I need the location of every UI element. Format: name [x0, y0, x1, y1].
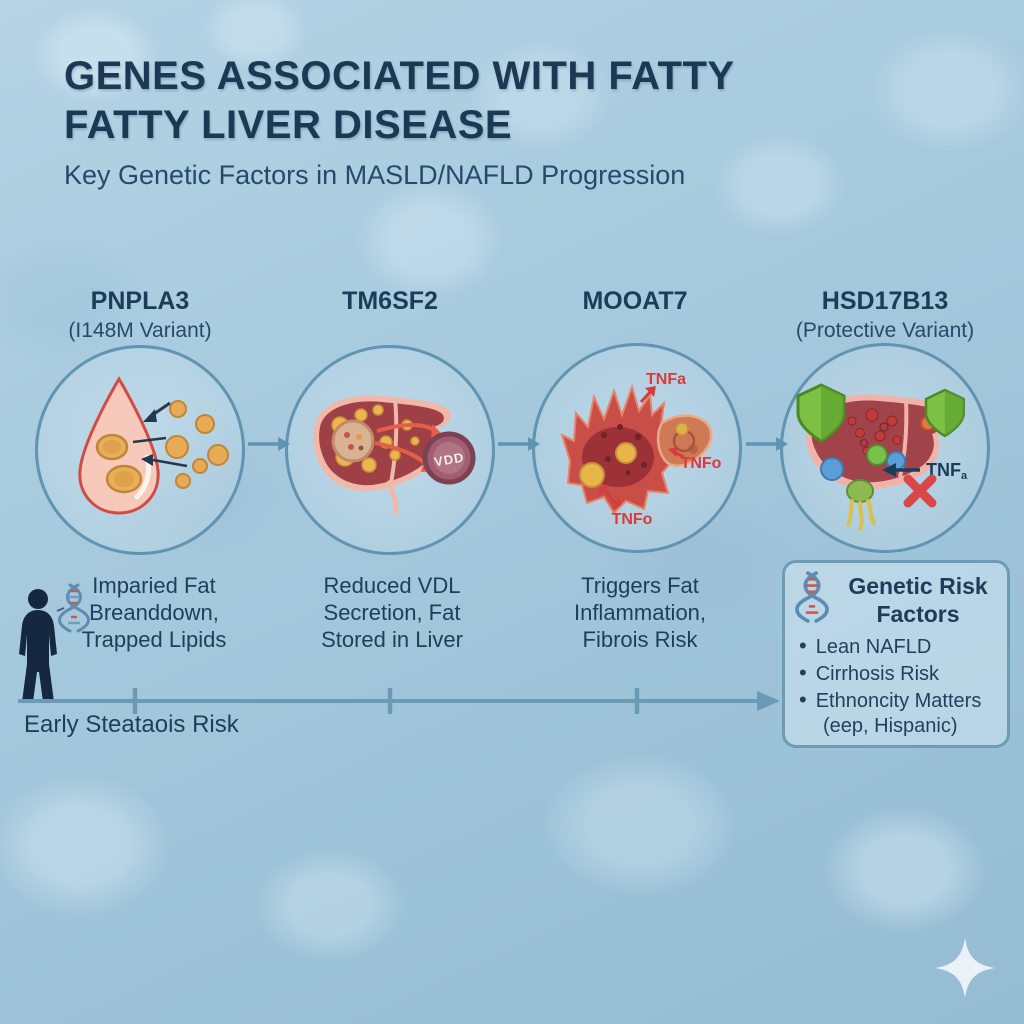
gene-name: PNPLA3 — [90, 287, 190, 315]
genetic-risk-factors-box: Genetic Risk Factors Lean NAFLD Cirrhosi… — [782, 560, 1010, 748]
pointer-arrows — [132, 401, 188, 468]
red-x-icon — [903, 474, 937, 508]
desc-line: Secretion, Fat — [323, 600, 461, 625]
dna-helix-icon — [56, 583, 90, 633]
flow-arrow-icon — [498, 437, 540, 451]
page-subtitle: Key Genetic Factors in MASLD/NAFLD Progr… — [64, 160, 686, 190]
dna-helix-icon — [795, 571, 829, 623]
free-lipid-dots — [165, 400, 229, 489]
lipid-droplet-core — [114, 471, 134, 487]
liver-vdd-illustration: VDD — [313, 395, 476, 515]
green-cell — [866, 444, 888, 466]
fibrosis-dot — [688, 444, 698, 454]
cell-nucleus — [331, 419, 375, 463]
cell-ring — [859, 438, 869, 448]
tnf-blocked-label: TNFa — [926, 460, 968, 482]
gene-name: HSD17B13 — [821, 287, 949, 315]
fat-droplet-illustration — [78, 376, 229, 515]
fat-droplet — [615, 442, 637, 464]
inflammation-specks — [601, 424, 647, 476]
risk-title-line: Factors — [876, 601, 960, 627]
gene-label-hsd17b13: HSD17B13 (Protective Variant) — [775, 287, 995, 343]
protected-liver-illustration: TNFa — [796, 383, 968, 531]
risk-item-text: Ethnoncity Matters — [799, 690, 981, 712]
timeline-label: Early Steataois Risk — [24, 711, 239, 738]
vdd-particle-core — [433, 442, 465, 474]
desc-line: Reduced VDL — [323, 573, 461, 598]
desc-line: Fibrois Risk — [582, 627, 698, 652]
tnf-arrow-right — [668, 447, 685, 459]
desc-line: Trapped Lipids — [81, 627, 227, 652]
inflamed-liver-illustration: TNFa TNFo TNFo — [560, 371, 722, 528]
person-silhouette-icon — [19, 589, 57, 702]
list-item: Lean NAFLD — [799, 633, 1007, 660]
list-item: Cirrhosis Risk — [799, 660, 1007, 687]
fat-droplet — [675, 422, 689, 436]
title-line-2: FATTY LIVER DISEASE — [64, 103, 513, 147]
illustration-circle-pnpla3 — [35, 345, 245, 555]
risk-box-title: Genetic Risk Factors — [785, 563, 1007, 628]
list-item: Ethnoncity Matters (eep, Hispanic) — [799, 687, 1007, 739]
fat-droplet — [579, 462, 605, 488]
tnf-label-right: TNFo — [681, 455, 722, 472]
liver-lobe-notch — [389, 397, 399, 484]
gene-name: TM6SF2 — [342, 287, 438, 315]
shield-icon — [796, 383, 846, 443]
cell-ring — [879, 422, 889, 432]
green-vesicle — [846, 479, 874, 503]
lipid-droplet-core — [103, 440, 121, 454]
nucleus-granules — [344, 432, 364, 451]
gene-description-mooat7: Triggers Fat Inflammation, Fibrois Risk — [528, 572, 752, 653]
gene-name: MOOAT7 — [582, 287, 688, 315]
gene-label-pnpla3: PNPLA3 (I148M Variant) — [30, 287, 250, 343]
vdd-label: VDD — [433, 449, 466, 469]
flow-arrow-icon — [248, 437, 290, 451]
blue-cell — [820, 457, 844, 481]
risk-factor-list: Lean NAFLD Cirrhosis Risk Ethnoncity Mat… — [785, 633, 1007, 739]
tnf-arrow-bottom — [598, 485, 621, 509]
gene-variant: (I148M Variant) — [68, 319, 212, 342]
bile-tassels — [846, 499, 876, 531]
progression-timeline-arrow — [18, 688, 780, 714]
illustration-circle-hsd17b13: TNFa — [780, 343, 990, 553]
gene-label-mooat7: MOOAT7 — [525, 287, 745, 316]
desc-line: Imparied Fat — [92, 573, 216, 598]
risk-item-text: Lean NAFLD — [799, 636, 931, 658]
gene-label-tm6sf2: TM6SF2 — [280, 287, 500, 316]
tnf-label-prefix: TNF — [926, 460, 961, 480]
desc-line: Breanddown, — [89, 600, 219, 625]
tnf-label-top: TNFa — [646, 371, 686, 388]
desc-line: Triggers Fat — [581, 573, 699, 598]
desc-line: Inflammation, — [573, 600, 707, 625]
risk-item-text: Cirrhosis Risk — [799, 663, 939, 685]
illustration-circle-mooat7: TNFa TNFo TNFo — [532, 343, 742, 553]
risk-item-sub: (eep, Hispanic) — [823, 715, 958, 737]
page-title: GENES ASSOCIATED WITH FATTY FATTY LIVER … — [64, 52, 735, 150]
fibrotic-right-lobe — [656, 414, 713, 467]
tnf-arrow-top — [639, 386, 656, 404]
blocked-arrow — [882, 463, 920, 477]
gene-description-tm6sf2: Reduced VDL Secretion, Fat Stored in Liv… — [280, 572, 504, 653]
tnf-label-sub: a — [961, 470, 968, 482]
risk-title-line: Genetic Risk — [848, 573, 988, 599]
shield-icon — [924, 388, 965, 438]
liver-duct — [386, 480, 399, 515]
tnf-label-bottom: TNFo — [612, 511, 653, 528]
title-line-1: GENES ASSOCIATED WITH FATTY — [64, 54, 735, 98]
desc-line: Stored in Liver — [321, 627, 463, 652]
gene-variant: (Protective Variant) — [795, 319, 975, 342]
flow-arrow-icon — [746, 437, 788, 451]
sparkle-watermark-icon — [935, 938, 995, 998]
gene-description-pnpla3: Imparied Fat Breanddown, Trapped Lipids — [42, 572, 266, 653]
illustration-circle-tm6sf2: VDD — [285, 345, 495, 555]
